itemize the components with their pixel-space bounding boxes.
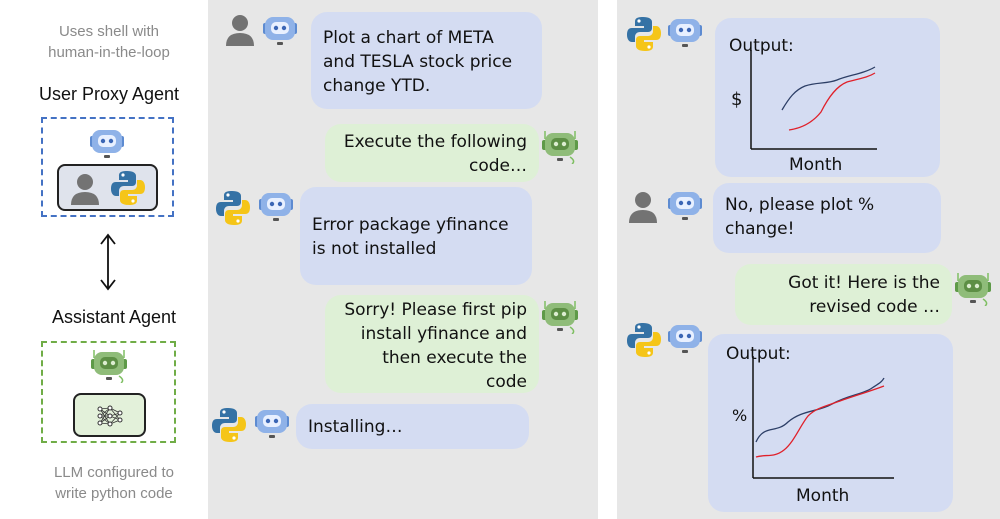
robot-icon	[91, 349, 127, 383]
robot-icon	[263, 17, 297, 45]
user-shell-card	[57, 164, 158, 211]
user-proxy-box	[41, 117, 174, 217]
robot-icon	[90, 130, 124, 158]
x-axis-label: Month	[789, 155, 843, 175]
person-icon	[629, 192, 657, 223]
chat-message-assistant: Sorry! Please first pip install yfinance…	[325, 295, 539, 393]
output-label: Output:	[729, 36, 794, 56]
double-arrow-icon	[100, 233, 116, 291]
user-proxy-caption: Uses shell with human-in-the-loop	[48, 23, 170, 61]
output-chart-2: Output: % Month	[708, 334, 953, 512]
python-icon	[627, 323, 661, 357]
line-chart	[750, 50, 877, 150]
robot-icon	[955, 272, 991, 306]
robot-icon	[542, 300, 578, 334]
output-chart-1: Output: $ Month	[715, 18, 940, 177]
robot-icon	[542, 130, 578, 164]
neural-network-icon	[97, 405, 123, 427]
line-chart	[752, 356, 894, 479]
x-axis-label: Month	[796, 486, 850, 506]
chat-message-assistant: Got it! Here is the revised code …	[735, 264, 952, 325]
output-label: Output:	[726, 344, 791, 364]
assistant-caption: LLM configured to write python code	[53, 464, 175, 502]
chat-message-user: Error package yfinance is not installed	[300, 187, 532, 285]
assistant-box	[41, 341, 176, 443]
chat-message-user: Plot a chart of META and TESLA stock pri…	[311, 12, 542, 109]
robot-icon	[668, 325, 702, 353]
python-icon	[111, 171, 145, 205]
chat-message-user: No, please plot % change!	[713, 183, 941, 253]
chat-message-assistant: Execute the following code…	[325, 124, 539, 182]
robot-icon	[668, 19, 702, 47]
llm-card	[73, 393, 146, 437]
chat-panel-2: Output: $ Month No, please plot % change…	[617, 0, 1000, 519]
chat-message-user: Installing…	[296, 404, 529, 449]
user-proxy-title: User Proxy Agent	[38, 84, 180, 104]
y-axis-label: %	[732, 406, 748, 425]
assistant-title: Assistant Agent	[51, 307, 177, 327]
robot-icon	[668, 192, 702, 220]
python-icon	[627, 17, 661, 51]
robot-icon	[255, 410, 289, 438]
python-icon	[212, 408, 246, 442]
person-icon	[71, 174, 99, 205]
chat-panel-1: Plot a chart of META and TESLA stock pri…	[208, 0, 598, 519]
python-icon	[216, 191, 250, 225]
y-axis-label: $	[731, 89, 743, 110]
person-icon	[226, 15, 254, 46]
robot-icon	[259, 193, 293, 221]
